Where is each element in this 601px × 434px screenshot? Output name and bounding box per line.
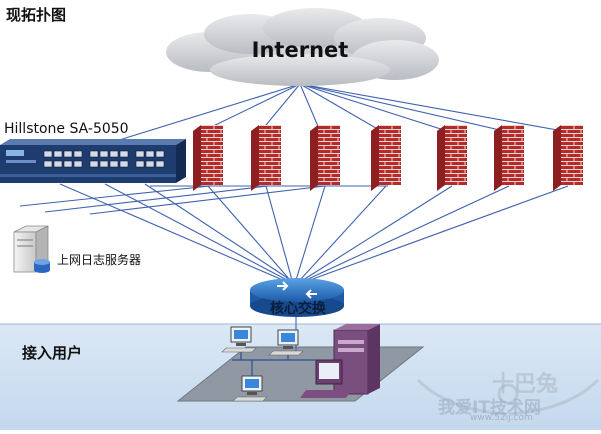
core-switch-icon [250, 278, 344, 317]
firewall-icon [310, 125, 340, 191]
hillstone-device-icon [0, 139, 186, 183]
firewall-icon [193, 125, 223, 191]
internet-label: Internet [251, 38, 349, 62]
computer-icon [221, 326, 257, 353]
watermark-url: www.52ij.com [470, 413, 533, 423]
firewall-icon [494, 125, 524, 191]
log-server-icon [13, 225, 50, 273]
workstation-icon [300, 324, 380, 398]
internet-cloud [166, 8, 439, 86]
watermark-brand: 十巴兔 [492, 372, 559, 397]
log-server-label: 上网日志服务器 [57, 253, 142, 267]
firewall-icon [251, 125, 281, 191]
core-switch-label: 核心交换 [270, 301, 326, 317]
firewall-icon [437, 125, 467, 191]
watermark-site: 我爱IT技术网 [438, 398, 541, 418]
page-title: 现拓扑图 [6, 6, 67, 24]
access-users-label: 接入用户 [22, 344, 83, 362]
watermark-logo [416, 378, 600, 416]
firewall-group [193, 125, 583, 191]
firewall-icon [553, 125, 583, 191]
device-label: Hillstone SA-5050 [4, 121, 129, 137]
computer-icon [268, 329, 304, 356]
lan-computers [221, 324, 380, 402]
connection-lines [19, 83, 569, 352]
firewall-icon [371, 125, 401, 191]
